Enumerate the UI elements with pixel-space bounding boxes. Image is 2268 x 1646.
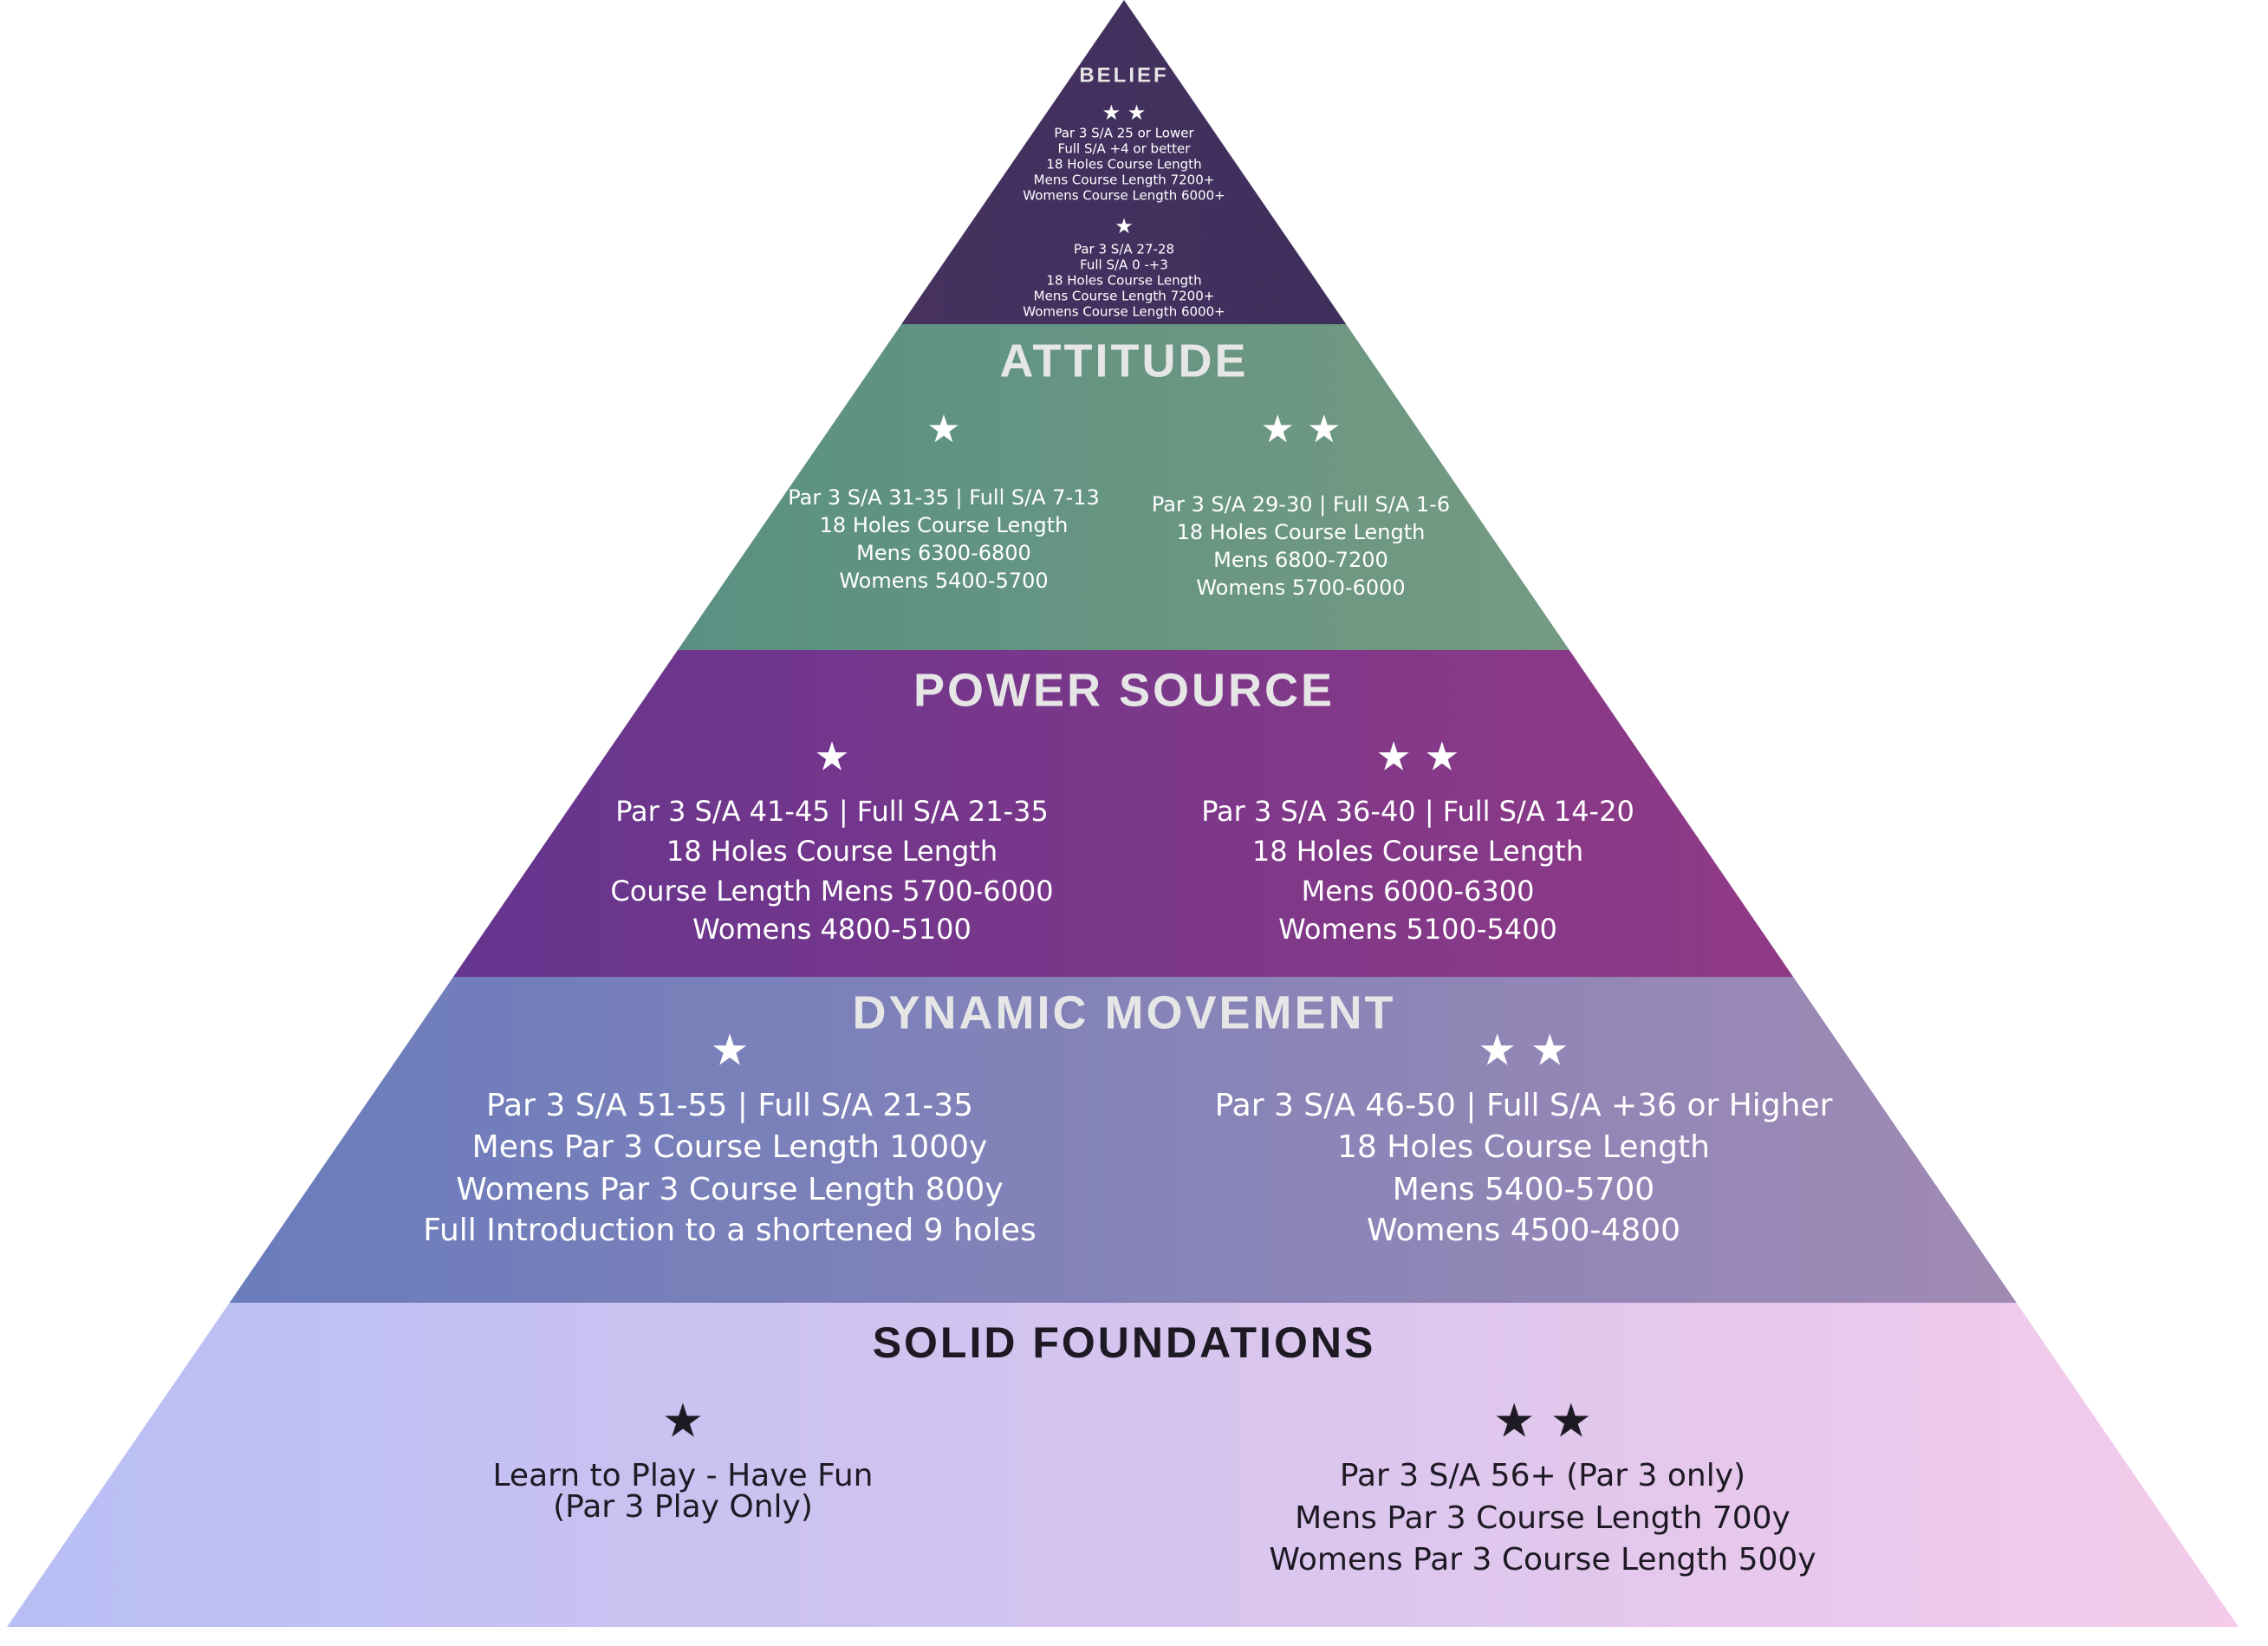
star-rating-icon: ★ ★ [1261,407,1342,452]
tier-foundations: SOLID FOUNDATIONS ★ Learn to Play - Have F… [493,1318,1816,1578]
tier-attitude: ATTITUDE ★ Par 3 S/A 31-35 | Full S/A 7-13… [788,335,1450,600]
tier-foundations-band [7,1303,2239,1627]
star-rating-icon: ★ [926,407,960,452]
tier-dynamic: DYNAMIC MOVEMENT ★ Par 3 S/A 51-55 | Full … [423,986,1832,1248]
tier-title: POWER SOURCE [913,664,1335,716]
tier-belief-band [901,0,1347,324]
criteria-line: Par 3 S/A 25 or Lower [1054,126,1194,141]
criteria-line: 18 Holes Course Length [1337,1129,1710,1165]
tier-power: POWER SOURCE ★ Par 3 S/A 41-45 | Full S/A … [610,664,1634,946]
criteria-line: Womens Par 3 Course Length 500y [1269,1542,1816,1578]
criteria-line: Par 3 S/A 31-35 | Full S/A 7-13 [788,485,1099,510]
criteria-line: Full S/A 0 -+3 [1080,257,1168,273]
criteria-line: Course Length Mens 5700-6000 [610,875,1053,908]
criteria-line: 18 Holes Course Length [1177,520,1426,544]
star-rating-icon: ★ [711,1025,750,1076]
criteria-line: Womens 4500-4800 [1367,1213,1680,1248]
criteria-line: Womens 5100-5400 [1278,913,1557,946]
criteria-group-two-star: ★ ★ Par 3 S/A 29-30 | Full S/A 1-6 18 Hole… [1152,407,1450,600]
criteria-group-one-star: ★ Par 3 S/A 31-35 | Full S/A 7-13 18 Holes… [788,407,1099,593]
criteria-line: Mens Course Length 7200+ [1034,172,1215,188]
criteria-group-one-star: ★ Par 3 S/A 41-45 | Full S/A 21-35 18 Hole… [610,733,1053,947]
star-rating-icon: ★ [814,733,849,780]
criteria-line: Mens Par 3 Course Length 1000y [472,1129,988,1165]
star-rating-icon: ★ ★ [1102,101,1147,125]
criteria-line: Par 3 S/A 51-55 | Full S/A 21-35 [486,1088,973,1123]
criteria-line: 18 Holes Course Length [820,513,1069,537]
criteria-line: Womens Course Length 6000+ [1023,188,1225,204]
criteria-line: Par 3 S/A 36-40 | Full S/A 14-20 [1201,795,1634,828]
criteria-group-two-star: ★ ★ Par 3 S/A 56+ (Par 3 only) Mens Par 3 … [1269,1394,1816,1578]
criteria-line: 18 Holes Course Length [1046,157,1201,172]
criteria-line: Mens 5400-5700 [1393,1172,1654,1207]
criteria-line: 18 Holes Course Length [1252,835,1583,868]
criteria-group-one-star: ★ Learn to Play - Have Fun(Par 3 Play Onl… [493,1394,874,1525]
tier-power-band [453,650,1794,977]
star-rating-icon: ★ ★ [1493,1394,1592,1448]
criteria-line: Par 3 S/A 41-45 | Full S/A 21-35 [615,795,1049,828]
criteria-line: Mens Course Length 7200+ [1034,289,1215,304]
star-rating-icon: ★ [1115,214,1134,238]
criteria-line: Par 3 S/A 27-28 [1074,242,1174,257]
tier-title: DYNAMIC MOVEMENT [853,986,1396,1038]
tier-dynamic-band [229,977,2017,1303]
tier-title: BELIEF [1079,63,1168,87]
criteria-line: Learn to Play - Have Fun [493,1458,874,1493]
tier-attitude-band [677,324,1569,650]
star-rating-icon: ★ ★ [1375,733,1459,780]
criteria-line: Mens 6800-7200 [1213,548,1388,572]
criteria-line: Womens Par 3 Course Length 800y [456,1172,1003,1207]
star-rating-icon: ★ ★ [1478,1025,1569,1076]
criteria-line: Womens Course Length 6000+ [1023,304,1225,320]
criteria-line: Full S/A +4 or better [1058,141,1192,157]
criteria-line: Full Introduction to a shortened 9 holes [423,1213,1037,1248]
criteria-line: Womens 5700-6000 [1196,576,1405,600]
criteria-line: (Par 3 Play Only) [553,1489,813,1525]
criteria-line: Mens Par 3 Course Length 700y [1295,1500,1790,1536]
tier-title: SOLID FOUNDATIONS [873,1318,1376,1367]
criteria-line: 18 Holes Course Length [666,835,998,868]
criteria-line: Mens 6000-6300 [1302,875,1535,908]
criteria-line: Par 3 S/A 29-30 | Full S/A 1-6 [1152,492,1450,517]
tier-title: ATTITUDE [1000,335,1249,387]
criteria-line: 18 Holes Course Length [1046,273,1201,289]
criteria-line: Womens 5400-5700 [839,569,1048,593]
criteria-group-two-star: ★ ★ Par 3 S/A 36-40 | Full S/A 14-20 18 Ho… [1201,733,1634,947]
criteria-line: Par 3 S/A 46-50 | Full S/A +36 or Higher [1215,1088,1833,1123]
star-rating-icon: ★ [662,1394,704,1448]
criteria-line: Womens 4800-5100 [692,913,972,946]
criteria-line: Mens 6300-6800 [856,541,1031,565]
criteria-line: Par 3 S/A 56+ (Par 3 only) [1340,1458,1745,1493]
criteria-group-two-star: ★ ★ Par 3 S/A 46-50 | Full S/A +36 or Hig… [1215,1025,1833,1249]
